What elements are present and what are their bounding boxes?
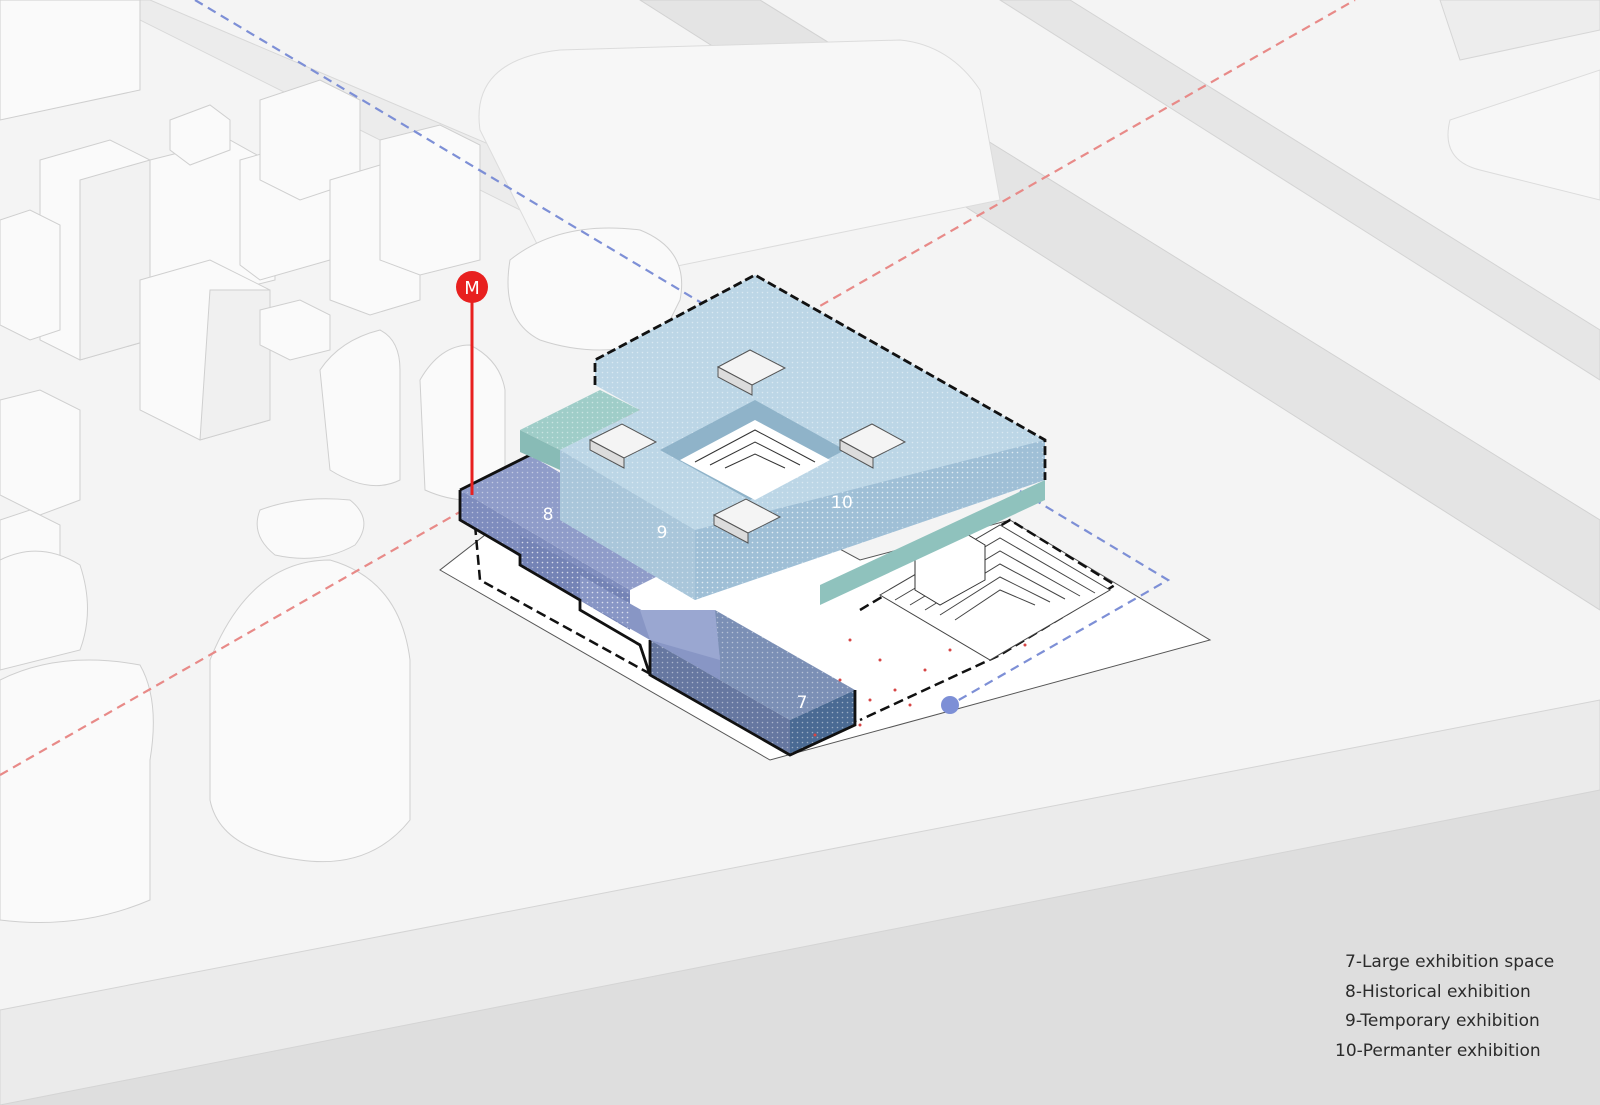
legend-item: 10-Permanter exhibition [1335, 1040, 1541, 1061]
label-space-8: 8 [543, 505, 554, 525]
legend-item: 7-Large exhibition space [1345, 952, 1555, 972]
label-space-9: 9 [657, 523, 668, 543]
space-10-permanent-exhibition [560, 273, 1047, 600]
legend-item: 9-Temporary exhibition [1345, 1011, 1540, 1031]
people-markers [813, 638, 1027, 737]
label-space-10: 10 [831, 493, 853, 513]
ground-floor-outline [473, 518, 1118, 742]
legend: 7-Large exhibition space 8-Historical ex… [1335, 948, 1555, 1066]
label-space-7: 7 [797, 693, 808, 713]
metro-marker: M [456, 271, 488, 495]
skylights [588, 349, 907, 544]
metro-label: M [464, 278, 480, 299]
legend-item: 8-Historical exhibition [1345, 981, 1531, 1002]
blue-axis-endpoint [941, 696, 959, 714]
context-buildings [0, 0, 683, 923]
metro-icon [456, 271, 488, 303]
